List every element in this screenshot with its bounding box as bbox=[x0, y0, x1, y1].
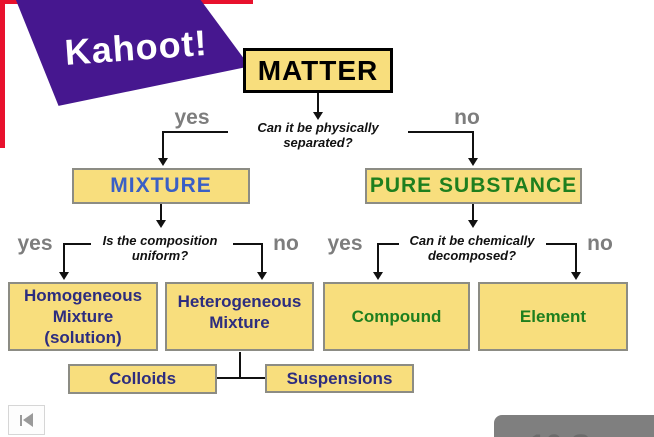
connector-heterogeneous-down bbox=[239, 352, 241, 379]
question-chemically-decomposed: Can it be chemically decomposed? bbox=[392, 233, 552, 264]
question-line: Can it be chemically bbox=[409, 233, 535, 248]
arrowhead-compound bbox=[373, 272, 383, 280]
arrowhead-mixture bbox=[158, 158, 168, 166]
matter-box: MATTER bbox=[243, 48, 393, 93]
colloids-label: Colloids bbox=[108, 369, 177, 389]
q2-yes-label: yes bbox=[17, 232, 53, 255]
suspensions-box: Suspensions bbox=[265, 364, 414, 393]
connector-q3-yes-v bbox=[377, 243, 379, 274]
question-line: Can it be physically bbox=[257, 120, 379, 135]
question-physically-separated: Can it be physically separated? bbox=[238, 120, 398, 151]
timer-badge: 10 Second bbox=[494, 415, 654, 437]
mixture-box: MIXTURE bbox=[72, 168, 250, 204]
homogeneous-line: (solution) bbox=[44, 328, 122, 348]
timer-label: 10 Second bbox=[529, 429, 654, 437]
compound-label: Compound bbox=[351, 306, 442, 326]
connector-no-h bbox=[408, 131, 474, 133]
question-line: decomposed? bbox=[427, 248, 517, 264]
matter-label: MATTER bbox=[257, 55, 379, 86]
previous-icon bbox=[20, 414, 22, 426]
connector-no-v bbox=[472, 131, 474, 159]
mixture-label: MIXTURE bbox=[110, 173, 212, 197]
connector-matter-down bbox=[317, 93, 319, 113]
q1-yes-label: yes bbox=[174, 106, 210, 129]
q1-no-label: no bbox=[454, 106, 480, 129]
question-line: separated? bbox=[283, 135, 353, 151]
pure-substance-box: PURE SUBSTANCE bbox=[365, 168, 582, 204]
previous-slide-button[interactable] bbox=[8, 405, 45, 435]
connector-q2-yes-h bbox=[63, 243, 91, 245]
connector-q3-yes-h bbox=[377, 243, 399, 245]
arrowhead-heterogeneous bbox=[257, 272, 267, 280]
heterogeneous-line: Heterogeneous bbox=[177, 292, 302, 311]
element-label: Element bbox=[519, 306, 587, 326]
suspensions-label: Suspensions bbox=[286, 368, 393, 388]
kahoot-logo: Kahoot! bbox=[15, 0, 250, 106]
connector-pure-down bbox=[472, 204, 474, 222]
previous-icon bbox=[23, 413, 33, 427]
compound-box: Compound bbox=[323, 282, 470, 351]
arrowhead-q3 bbox=[468, 220, 478, 228]
connector-yes-h bbox=[162, 131, 228, 133]
question-composition-uniform: Is the composition uniform? bbox=[85, 233, 235, 264]
q3-no-label: no bbox=[587, 232, 613, 255]
arrowhead-q1 bbox=[313, 112, 323, 120]
question-line: Is the composition bbox=[102, 233, 218, 248]
arrowhead-element bbox=[571, 272, 581, 280]
connector-mixture-down bbox=[160, 204, 162, 222]
connector-q3-no-h bbox=[546, 243, 577, 245]
connector-q3-no-v bbox=[575, 243, 577, 274]
heterogeneous-mixture-box: Heterogeneous Mixture bbox=[165, 282, 314, 351]
connector-colloids-suspensions bbox=[216, 377, 265, 379]
homogeneous-line: Mixture bbox=[52, 306, 114, 326]
colloids-box: Colloids bbox=[68, 364, 217, 394]
element-box: Element bbox=[478, 282, 628, 351]
connector-q2-yes-v bbox=[63, 243, 65, 274]
kahoot-logo-text: Kahoot! bbox=[63, 21, 209, 73]
connector-q2-no-h bbox=[233, 243, 263, 245]
pure-substance-label: PURE SUBSTANCE bbox=[369, 173, 578, 197]
connector-q2-no-v bbox=[261, 243, 263, 274]
connector-yes-v bbox=[162, 131, 164, 159]
q2-no-label: no bbox=[273, 232, 299, 255]
arrowhead-homogeneous bbox=[59, 272, 69, 280]
heterogeneous-line: Mixture bbox=[209, 313, 270, 333]
red-edge-left bbox=[0, 0, 5, 148]
arrowhead-pure-substance bbox=[468, 158, 478, 166]
question-line: uniform? bbox=[131, 248, 189, 264]
homogeneous-mixture-box: Homogeneous Mixture (solution) bbox=[8, 282, 158, 351]
homogeneous-line: Homogeneous bbox=[23, 285, 143, 305]
q3-yes-label: yes bbox=[327, 232, 363, 255]
arrowhead-q2 bbox=[156, 220, 166, 228]
